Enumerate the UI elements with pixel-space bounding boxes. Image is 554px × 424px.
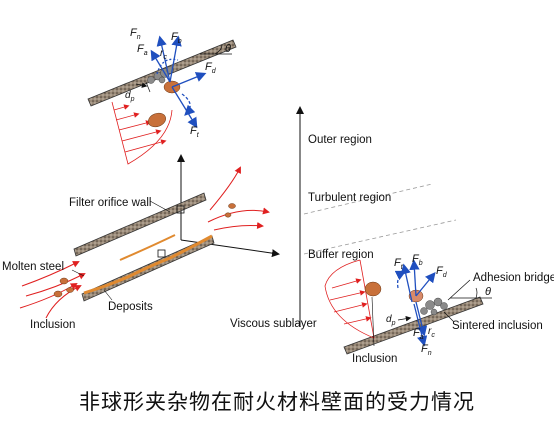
- inclusion-label-left: Inclusion: [30, 319, 75, 331]
- figure-caption: 非球形夹杂物在耐火材料壁面的受力情况: [79, 390, 475, 414]
- bottom-dp-label: dp: [386, 314, 396, 327]
- viscous-sublayer-label: Viscous sublayer: [230, 318, 317, 330]
- bottom-fb-label: Fb: [412, 253, 423, 267]
- bottom-detail: Ft Fb Fd Fa Fn rc dp θ Adhesion bridge S…: [324, 253, 554, 365]
- top-fd-label: Fd: [205, 61, 217, 75]
- turbulent-region-label: Turbulent region: [308, 192, 391, 204]
- top-rc-label: rc: [160, 48, 167, 61]
- bottom-sintered-cluster: [420, 297, 448, 316]
- filter-orifice-wall-label: Filter orifice wall: [69, 197, 151, 209]
- bottom-ft-label: Ft: [394, 257, 404, 271]
- outer-region-label: Outer region: [308, 134, 372, 146]
- sintered-inclusion-label: Sintered inclusion: [452, 320, 543, 332]
- adhesion-bridge-label: Adhesion bridge: [473, 272, 554, 284]
- top-dp-marker: [135, 81, 151, 93]
- top-theta-label: θ: [225, 43, 231, 55]
- exit-flow: [207, 166, 270, 231]
- top-ft-label: Ft: [190, 125, 200, 139]
- top-fn-label: Fn: [130, 27, 141, 41]
- inclusion-label-bottom: Inclusion: [352, 353, 397, 365]
- filter-orifice-wall: [73, 192, 207, 257]
- bottom-velocity-profile: [324, 259, 375, 339]
- top-fa-label: Fa: [137, 43, 148, 57]
- top-detail: Fn Fa Fb Fd Ft rc dp θ: [87, 27, 237, 165]
- top-force-arrows: [150, 35, 207, 129]
- orifice-scene: Filter orifice wall Molten steel Inclusi…: [2, 154, 280, 331]
- top-velocity-profile: [111, 101, 173, 165]
- molten-steel-label: Molten steel: [2, 261, 64, 273]
- bottom-fd-label: Fd: [436, 265, 448, 279]
- bottom-fn-label: Fn: [421, 343, 432, 357]
- deposits-label: Deposits: [108, 301, 153, 313]
- bottom-fa-label: Fa: [413, 327, 424, 341]
- top-fb-label: Fb: [171, 31, 182, 45]
- bottom-theta-label: θ: [485, 286, 491, 298]
- deposits: [83, 234, 213, 295]
- bottom-rc-label: rc: [428, 326, 435, 339]
- top-theta-arc: [214, 44, 223, 55]
- top-dp-label: dp: [125, 90, 135, 103]
- boundary-layer-regions: Outer region Turbulent region Buffer reg…: [230, 106, 457, 330]
- buffer-region-label: Buffer region: [308, 249, 374, 261]
- bottom-force-arrows: [394, 259, 436, 347]
- molten-steel-flow: [19, 261, 86, 319]
- bottom-suspended-inclusion: [364, 281, 382, 297]
- top-suspended-inclusion: [148, 112, 166, 128]
